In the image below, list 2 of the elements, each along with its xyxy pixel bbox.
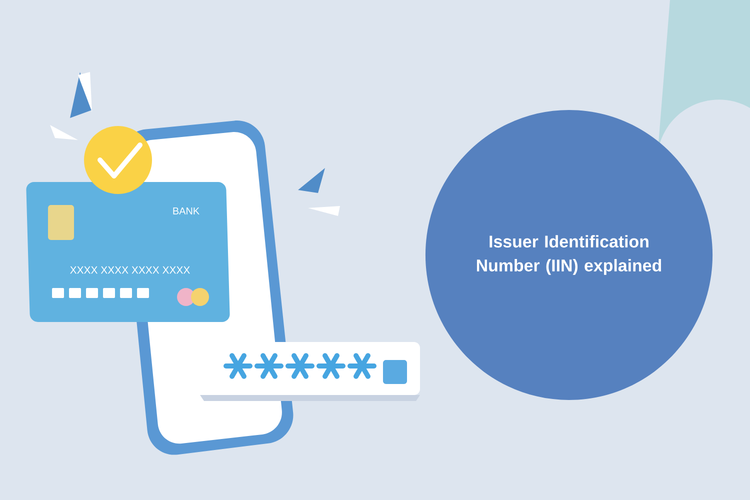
card-number: XXXX XXXX XXXX XXXX — [70, 266, 190, 274]
card-text: BANK — [173, 208, 200, 214]
